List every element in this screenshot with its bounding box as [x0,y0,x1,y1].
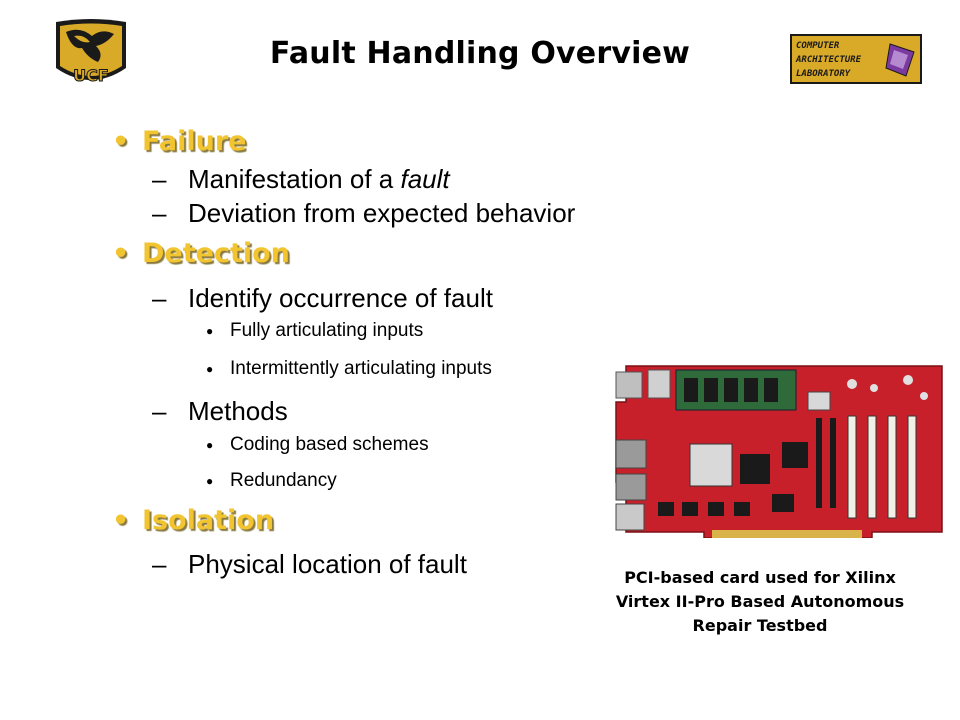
bullet-dot: • [112,238,130,269]
pci-board-image [615,365,943,538]
detection-item-1-sub-2-text: Intermittently articulating inputs [230,358,492,379]
sub-bullet-marker: ● [206,437,214,452]
ucf-logo-text: UCF [73,66,109,85]
cal-logo-line2: ARCHITECTURE [795,55,862,65]
detection-item-2: –Methods [152,396,288,427]
detection-item-2-text: Methods [188,396,288,426]
dash-marker: – [152,198,167,228]
detection-item-2-sub-1-text: Coding based schemes [230,434,429,455]
bullet-detection-heading: Detection [142,238,290,269]
figure-caption-line-2: Virtex II-Pro Based Autonomous [615,592,905,611]
detection-item-1-sub-2: ● Intermittently articulating inputs [206,358,492,380]
detection-item-1: –Identify occurrence of fault [152,283,493,314]
chip-icon [885,43,915,77]
detection-item-2-sub-1: ● Coding based schemes [206,434,429,456]
figure-caption: PCI-based card used for Xilinx Virtex II… [560,566,960,638]
cal-logo-line1: COMPUTER [796,41,840,51]
cal-logo: COMPUTER ARCHITECTURE LABORATORY [790,34,922,84]
sub-bullet-marker: ● [206,323,214,338]
detection-item-1-sub-1-text: Fully articulating inputs [230,320,424,341]
failure-item-1-prefix: Manifestation of a [188,164,401,194]
bullet-detection: • Detection [112,238,290,269]
dash-marker: – [152,396,167,426]
failure-item-2-text: Deviation from expected behavior [188,198,576,228]
dash-marker: – [152,283,167,313]
detection-item-2-sub-2: ● Redundancy [206,470,337,492]
bullet-failure-heading: Failure [142,126,247,157]
detection-item-1-sub-1: ● Fully articulating inputs [206,320,423,342]
bullet-dot: • [112,505,130,536]
sub-bullet-marker: ● [206,473,214,488]
isolation-item-1-text: Physical location of fault [188,549,467,579]
cal-logo-line3: LABORATORY [796,69,851,79]
figure-caption-line-1: PCI-based card used for Xilinx [624,568,896,587]
dash-marker: – [152,549,167,579]
failure-item-1-emph: fault [400,164,450,194]
sub-bullet-marker: ● [206,361,214,376]
slide-title: Fault Handling Overview [269,36,691,71]
failure-item-2: –Deviation from expected behavior [152,198,575,229]
failure-item-1: –Manifestation of a fault [152,164,450,195]
detection-item-2-sub-2-text: Redundancy [230,470,337,491]
isolation-item-1: –Physical location of fault [152,549,467,580]
dash-marker: – [152,164,167,194]
figure-caption-line-3: Repair Testbed [692,616,828,635]
bullet-failure: • Failure [112,126,246,157]
bullet-isolation: • Isolation [112,505,274,536]
ucf-logo: UCF [56,19,126,86]
bullet-isolation-heading: Isolation [142,505,275,536]
detection-item-1-text: Identify occurrence of fault [188,283,493,313]
bullet-dot: • [112,126,130,157]
